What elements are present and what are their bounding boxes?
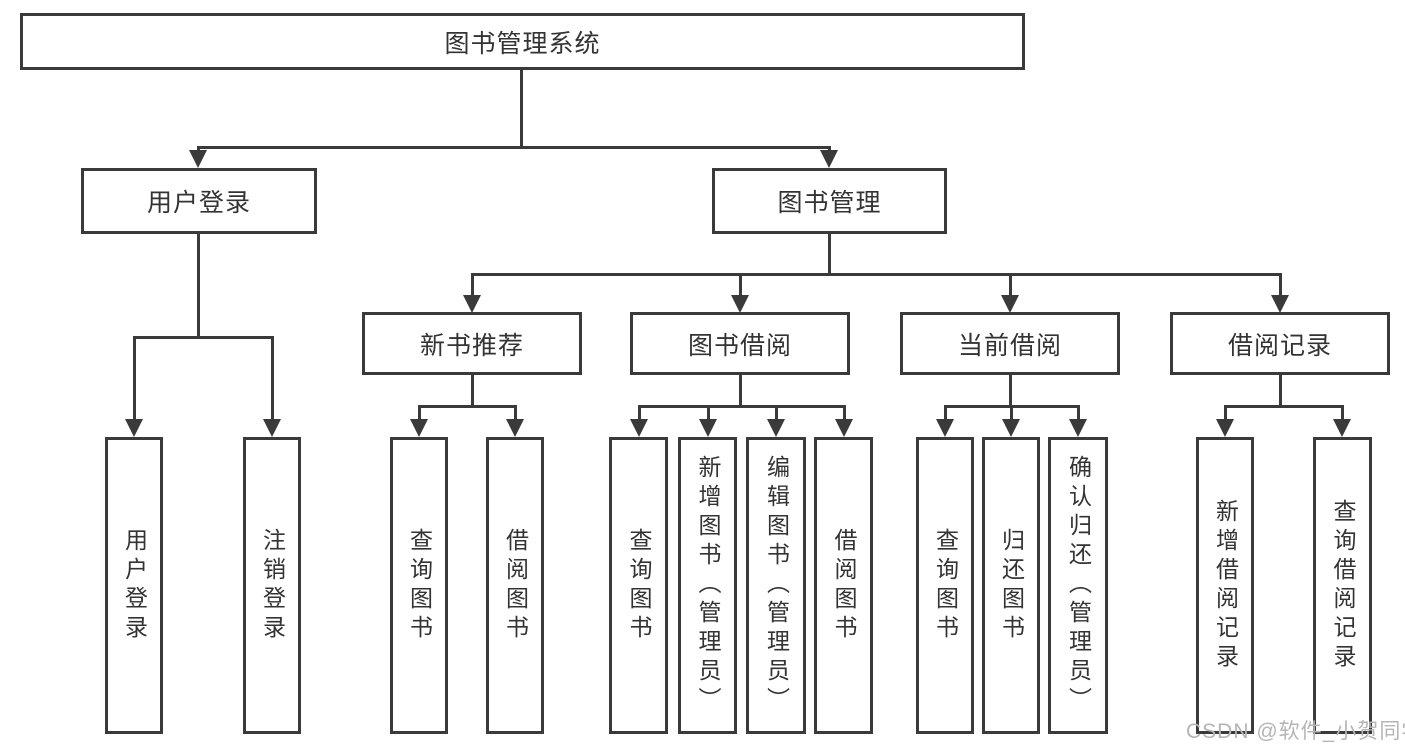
node-book-management: 图书管理 (712, 168, 947, 234)
node-nb-query-books: 查询图书 (390, 437, 448, 734)
arrow-to-bb-edit-books (767, 419, 785, 437)
connector-br-drop-2 (1341, 405, 1344, 421)
node-user-login-leaf: 用户登录 (105, 437, 163, 734)
arrow-to-user-login-leaf (125, 419, 143, 437)
node-book-borrowing: 图书借阅 (630, 312, 850, 375)
connector-book-borrowing-stem (739, 375, 742, 405)
connector-cb-drop-2 (1010, 405, 1013, 421)
node-cb-return-books: 归还图书 (982, 437, 1040, 734)
connector-bb-drop-2 (707, 405, 710, 421)
arrow-to-book-borrowing (731, 295, 749, 313)
connector-user-login-split (133, 336, 274, 339)
arrow-to-nb-borrow-books (506, 419, 524, 437)
node-bb-add-books-admin: 新增图书（管理员） (678, 437, 737, 734)
node-cb-query-books: 查询图书 (916, 437, 974, 734)
arrow-to-cb-query-books (936, 419, 954, 437)
connector-bm-drop-1 (471, 273, 474, 297)
connector-new-books-stem (471, 375, 474, 405)
connector-cb-drop-3 (1077, 405, 1080, 421)
node-bb-edit-books-admin: 编辑图书（管理员） (746, 437, 806, 734)
arrow-to-borrow-records (1271, 295, 1289, 313)
arrow-to-br-query-record (1333, 419, 1351, 437)
connector-bb-drop-1 (638, 405, 641, 421)
arrow-to-new-books (463, 295, 481, 313)
connector-bm-drop-2 (739, 273, 742, 297)
arrow-to-bb-borrow-books (835, 419, 853, 437)
node-new-books: 新书推荐 (362, 312, 582, 375)
arrow-to-book-management (820, 150, 838, 168)
node-br-add-borrow-record: 新增借阅记录 (1196, 437, 1254, 734)
watermark-text: CSDN @软件_小贺同学 (1186, 720, 1405, 743)
node-bb-query-books: 查询图书 (609, 437, 668, 734)
connector-nb-drop-2 (514, 405, 517, 421)
connector-bb-drop-4 (843, 405, 846, 421)
connector-borrow-records-split (1224, 405, 1344, 408)
node-nb-borrow-books: 借阅图书 (486, 437, 544, 734)
connector-user-login-drop-2 (271, 336, 274, 421)
arrow-to-current-borrowing (1001, 295, 1019, 313)
node-borrow-records: 借阅记录 (1170, 312, 1390, 375)
connector-bb-drop-3 (775, 405, 778, 421)
arrow-to-br-add-record (1216, 419, 1234, 437)
connector-bm-drop-4 (1279, 273, 1282, 297)
node-root: 图书管理系统 (20, 13, 1025, 70)
node-br-query-borrow-record: 查询借阅记录 (1313, 437, 1372, 734)
node-bb-borrow-books: 借阅图书 (814, 437, 873, 734)
connector-borrow-records-stem (1279, 375, 1282, 405)
connector-cb-drop-1 (944, 405, 947, 421)
connector-br-drop-1 (1224, 405, 1227, 421)
node-logout-leaf: 注销登录 (243, 437, 301, 734)
arrow-to-cb-return-books (1002, 419, 1020, 437)
connector-user-login-drop-1 (133, 336, 136, 421)
connector-current-borrowing-stem (1009, 375, 1012, 405)
connector-book-borrowing-split (638, 405, 846, 408)
connector-book-management-split (471, 273, 1282, 276)
arrow-to-bb-add-books (699, 419, 717, 437)
connector-root-split (197, 146, 831, 149)
connector-bm-drop-3 (1009, 273, 1012, 297)
arrow-to-bb-query-books (630, 419, 648, 437)
arrow-to-nb-query-books (410, 419, 428, 437)
arrow-to-logout-leaf (263, 419, 281, 437)
connector-new-books-split (418, 405, 517, 408)
connector-book-management-stem (828, 234, 831, 273)
arrow-to-user-login (189, 150, 207, 168)
arrow-to-cb-confirm-return (1069, 419, 1087, 437)
connector-user-login-stem (197, 234, 200, 336)
connector-root-stem (520, 70, 523, 146)
node-user-login: 用户登录 (81, 168, 317, 234)
node-current-borrowing: 当前借阅 (900, 312, 1120, 375)
node-cb-confirm-return-admin: 确认归还（管理员） (1048, 437, 1108, 734)
connector-nb-drop-1 (418, 405, 421, 421)
